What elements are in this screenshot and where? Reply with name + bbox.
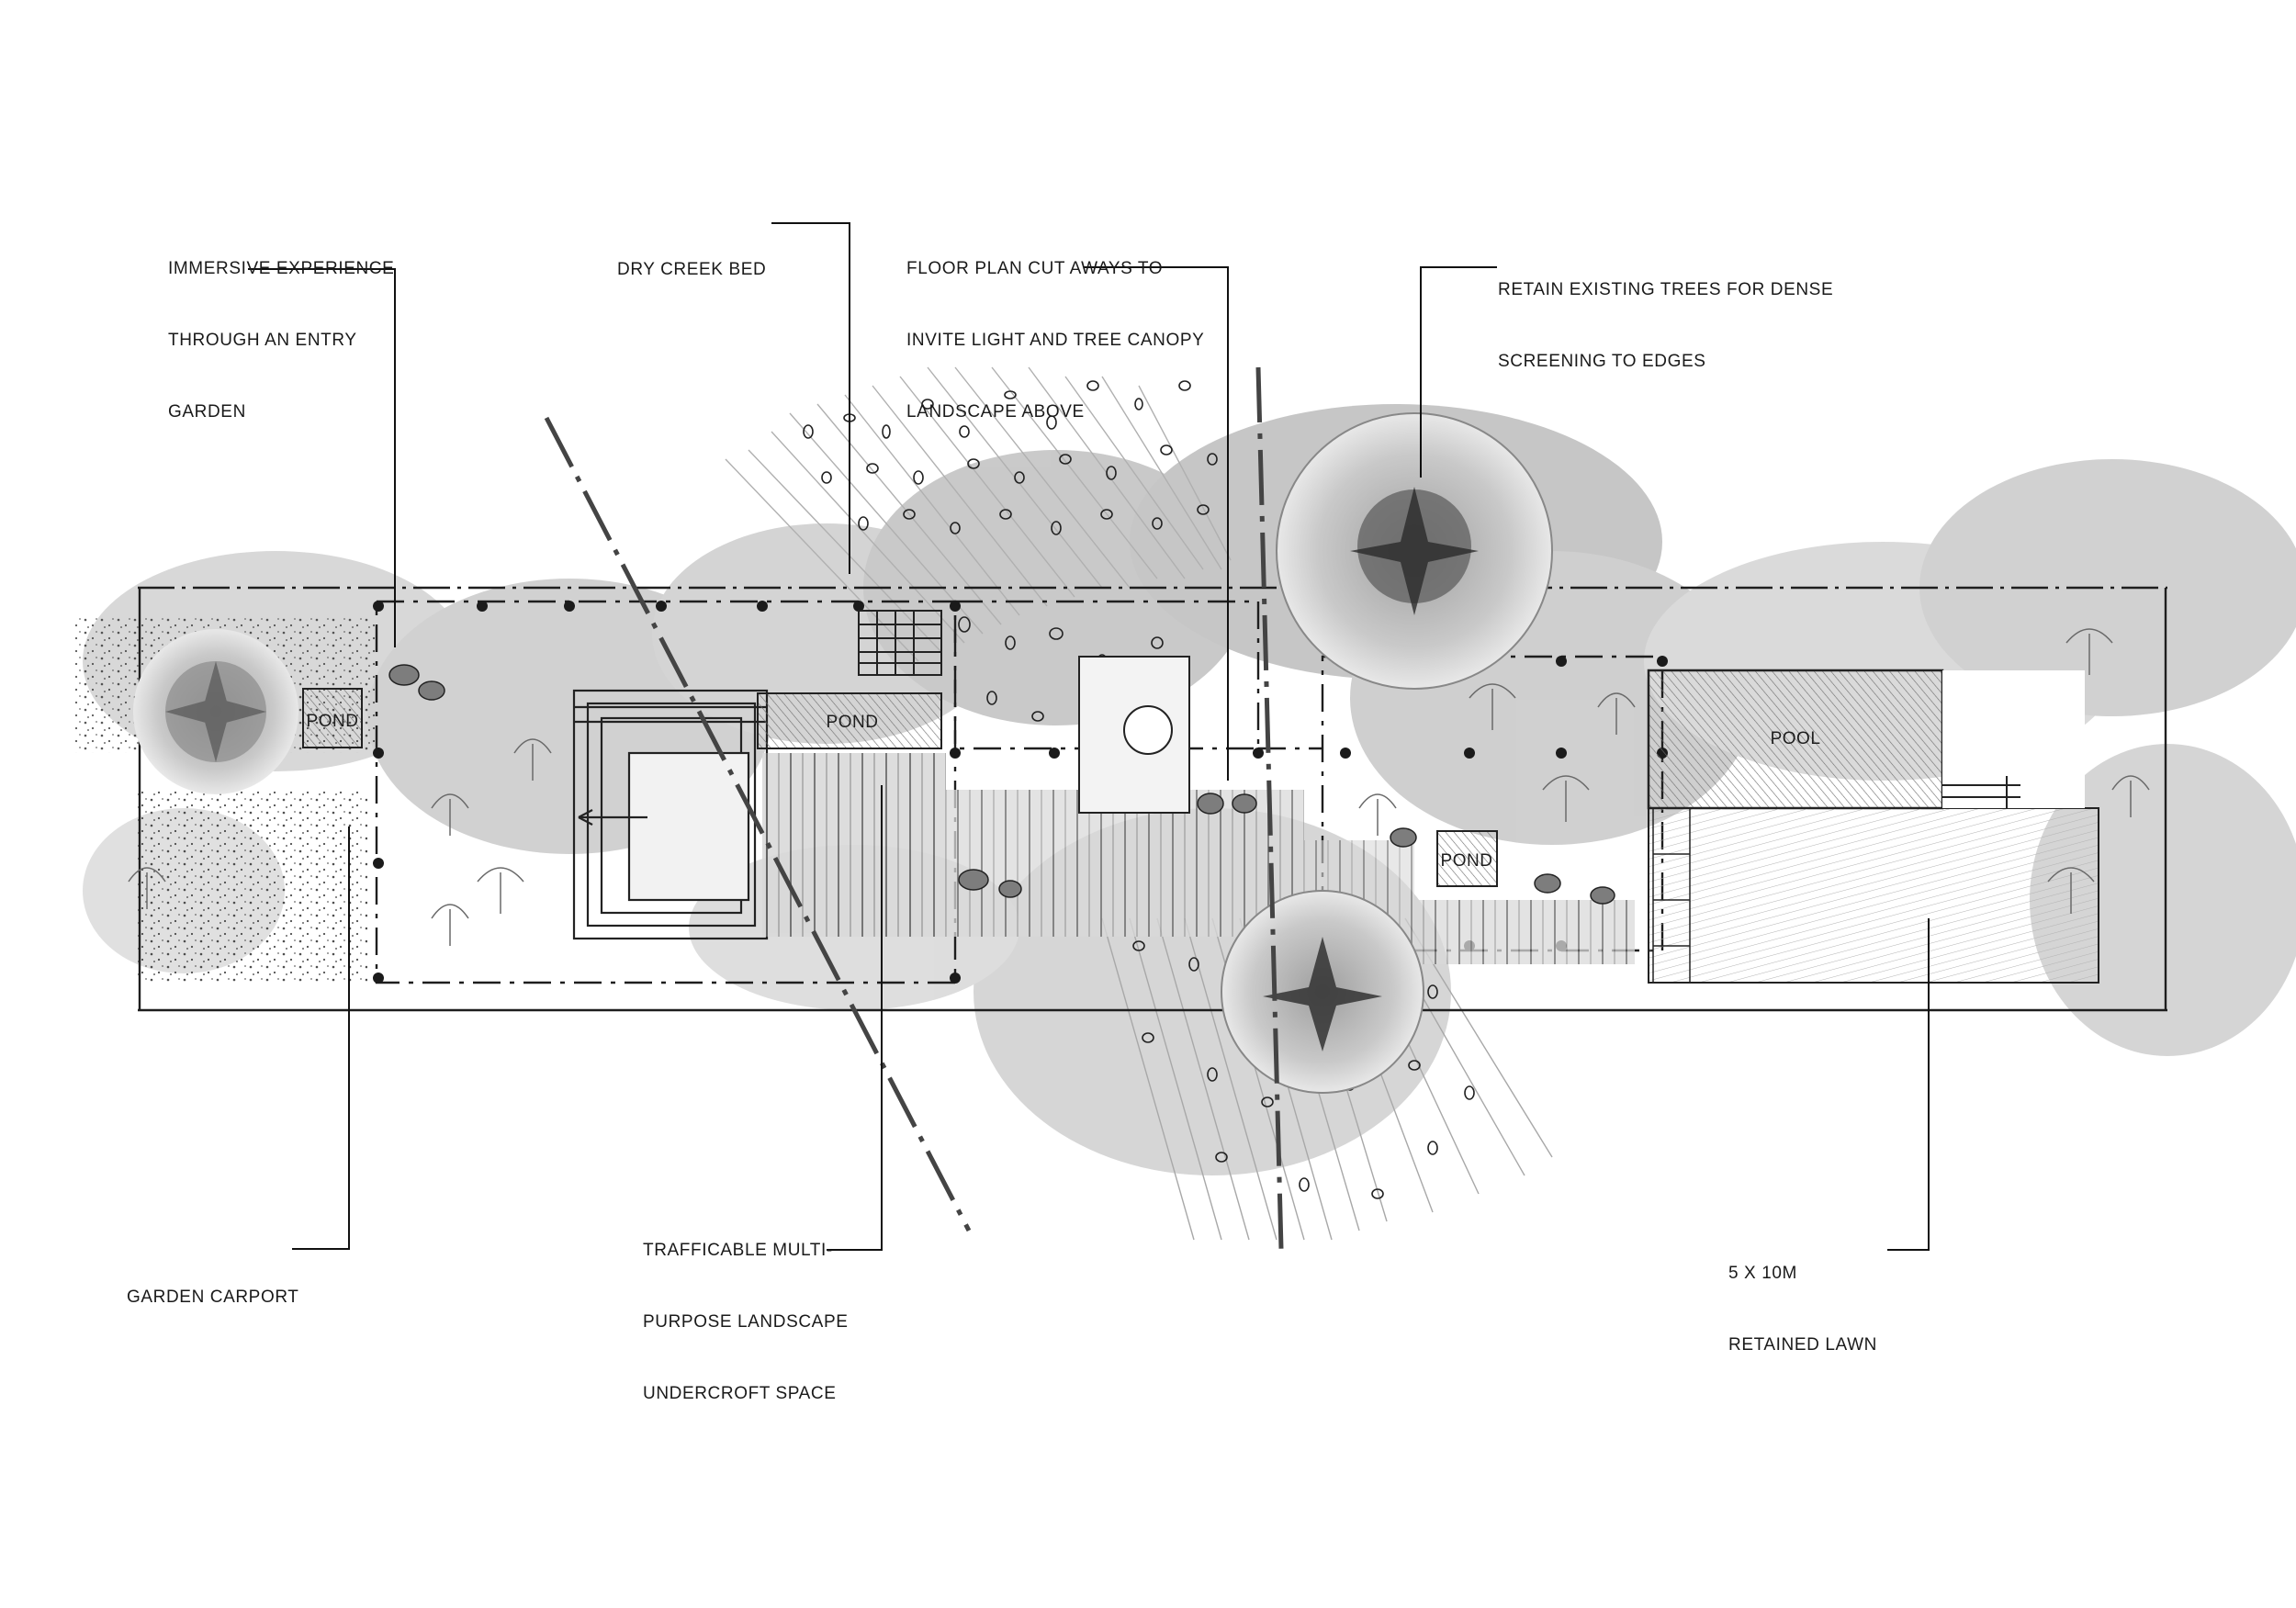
boulders [388,664,1615,905]
callout-floor-cut-line-1: FLOOR PLAN CUT AWAYS TO [906,259,1164,278]
pond-left-shape [302,688,363,748]
callout-leaders [248,222,1930,1251]
undercroft-deck [762,753,1635,964]
callout-entry-garden-line-3: GARDEN [168,402,246,422]
callout-undercroft-line-2: PURPOSE LANDSCAPE [643,1312,849,1332]
callout-retain-trees-line-1: RETAIN EXISTING TREES FOR DENSE [1498,280,1834,299]
pond-centre-shape [757,692,942,749]
section-cut-lines [544,366,1284,1250]
carport-frame [572,689,769,940]
structural-columns [373,601,1668,984]
callout-dry-creek: DRY CREEK BED [617,210,766,330]
callout-entry-garden-line-1: IMMERSIVE EXPERIENCE [168,259,395,278]
callout-undercroft-line-1: TRAFFICABLE MULTI- [643,1241,833,1260]
pool-label: POOL [1771,729,1821,748]
callout-carport: GARDEN CARPORT [127,1238,299,1357]
entry-garden [73,615,377,983]
callout-retain-trees: RETAIN EXISTING TREES FOR DENSE SCREENIN… [1498,231,1833,422]
callout-lawn: 5 X 10M RETAINED LAWN [1728,1214,1877,1405]
callout-carport-line-1: GARDEN CARPORT [127,1288,299,1307]
pond-left-label: POND [307,712,359,731]
fern-foliage [128,628,2150,946]
callout-entry-garden: IMMERSIVE EXPERIENCE THROUGH AN ENTRY GA… [168,209,394,472]
callout-floor-cut: FLOOR PLAN CUT AWAYS TO INVITE LIGHT AND… [906,209,1204,472]
callout-undercroft: TRAFFICABLE MULTI- PURPOSE LANDSCAPE UND… [643,1191,849,1454]
callout-entry-garden-line-2: THROUGH AN ENTRY [168,331,357,350]
light-well [1078,656,1190,814]
callout-floor-cut-line-2: INVITE LIGHT AND TREE CANOPY [906,331,1205,350]
callout-undercroft-line-3: UNDERCROFT SPACE [643,1384,837,1403]
stair [858,610,942,676]
pond-right-label: POND [1441,851,1493,871]
dry-creek-bed-strokes [725,366,1232,662]
callout-lawn-line-1: 5 X 10M [1728,1264,1797,1283]
callout-dry-creek-line-1: DRY CREEK BED [617,260,767,279]
callout-floor-cut-line-3: LANDSCAPE ABOVE [906,402,1085,422]
callout-retain-trees-line-2: SCREENING TO EDGES [1498,352,1706,371]
retained-tree-bottom [1221,890,1424,1094]
retained-tree-top [1276,412,1553,690]
pond-right-shape [1436,830,1498,887]
callout-lawn-line-2: RETAINED LAWN [1728,1335,1877,1355]
pool-area [1647,669,2099,984]
pond-centre-label: POND [827,713,879,732]
